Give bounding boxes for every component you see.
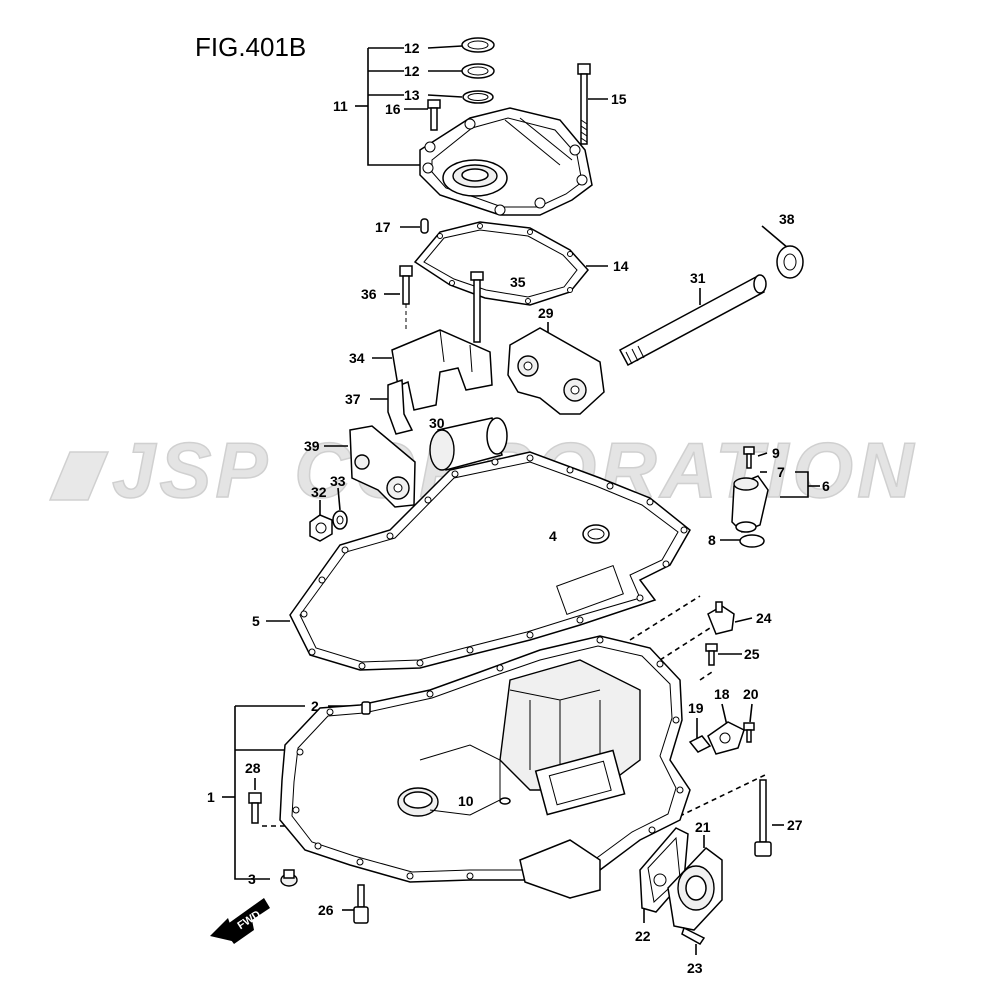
part-bolt-25 — [705, 643, 718, 666]
callout-14: 14 — [613, 258, 629, 274]
callout-5: 5 — [252, 613, 260, 629]
part-dowel-pin-17 — [420, 218, 429, 234]
callout-13: 13 — [404, 87, 420, 103]
part-bolt-28 — [248, 792, 262, 824]
callout-16: 16 — [385, 101, 401, 117]
callout-24: 24 — [756, 610, 772, 626]
callout-7: 7 — [777, 464, 785, 480]
callout-10: 10 — [458, 793, 474, 809]
part-dowel-10 — [499, 797, 511, 805]
part-bracket-39 — [349, 425, 416, 508]
fwd-direction-arrow: FWD — [210, 898, 270, 944]
callout-30: 30 — [429, 415, 445, 431]
part-sensor-24 — [707, 601, 735, 635]
part-bolt-20 — [743, 722, 755, 743]
part-clip-37 — [387, 378, 414, 435]
callout-6: 6 — [822, 478, 830, 494]
part-bolt-27 — [754, 779, 772, 857]
callout-11: 11 — [333, 98, 348, 114]
part-bolt-35 — [470, 271, 484, 343]
part-cover-21 — [667, 846, 723, 931]
part-bolt-36 — [399, 265, 413, 330]
callout-39: 39 — [304, 438, 320, 454]
part-bolt-26 — [353, 884, 369, 924]
callout-21: 21 — [695, 819, 711, 835]
callout-32: 32 — [311, 484, 327, 500]
callout-20: 20 — [743, 686, 759, 702]
part-bolt-23 — [681, 926, 706, 945]
figure-title: FIG.401B — [195, 32, 306, 62]
callout-23: 23 — [687, 960, 703, 976]
callout-31: 31 — [690, 270, 706, 286]
part-o-ring-4 — [582, 524, 610, 544]
part-oil-seal-12b — [461, 63, 495, 79]
part-o-ring-8 — [739, 534, 765, 548]
callout-25: 25 — [744, 646, 760, 662]
part-gasket-19 — [688, 735, 712, 753]
part-plate-18 — [707, 721, 745, 755]
callout-2: 2 — [311, 698, 319, 714]
callout-9: 9 — [772, 445, 780, 461]
callout-38: 38 — [779, 211, 795, 227]
part-gasket-5 — [289, 451, 691, 671]
callout-12a: 12 — [404, 40, 420, 56]
callout-18: 18 — [714, 686, 730, 702]
part-bracket-29 — [507, 327, 605, 415]
part-washer-33 — [332, 510, 348, 530]
part-cover-assembly — [419, 107, 593, 216]
callout-34: 34 — [349, 350, 365, 366]
part-nut-32 — [309, 514, 333, 542]
part-washer-38 — [776, 245, 804, 279]
part-bolt-16 — [427, 99, 441, 131]
callout-labels: 12 12 13 11 16 15 17 38 14 35 31 36 29 3… — [207, 40, 830, 976]
part-shaft-31 — [618, 274, 767, 367]
callout-37: 37 — [345, 391, 361, 407]
part-bolt-15 — [577, 63, 591, 145]
callout-27: 27 — [787, 817, 803, 833]
callout-22: 22 — [635, 928, 651, 944]
part-o-ring-13 — [462, 90, 494, 104]
callout-26: 26 — [318, 902, 334, 918]
callout-3: 3 — [248, 871, 256, 887]
part-oil-pan-1 — [279, 635, 691, 899]
callout-29: 29 — [538, 305, 554, 321]
part-pipe-fitting-6 — [731, 475, 769, 533]
part-bracket-34 — [391, 329, 493, 411]
part-bolt-9 — [743, 446, 755, 469]
callout-15: 15 — [611, 91, 627, 107]
callout-36: 36 — [361, 286, 377, 302]
callout-4: 4 — [549, 528, 557, 544]
part-gasket-22 — [639, 827, 689, 913]
callout-12b: 12 — [404, 63, 420, 79]
part-drain-plug-3 — [280, 869, 298, 887]
part-gasket-14 — [413, 221, 589, 306]
callout-17: 17 — [375, 219, 391, 235]
part-rubber-mount-30 — [429, 417, 508, 471]
callout-35: 35 — [510, 274, 526, 290]
callout-8: 8 — [708, 532, 716, 548]
callout-28: 28 — [245, 760, 261, 776]
part-oil-seal-12a — [461, 37, 495, 53]
part-plug-2 — [361, 701, 371, 715]
callout-19: 19 — [688, 700, 704, 716]
callout-1: 1 — [207, 789, 215, 805]
callout-33: 33 — [330, 473, 346, 489]
